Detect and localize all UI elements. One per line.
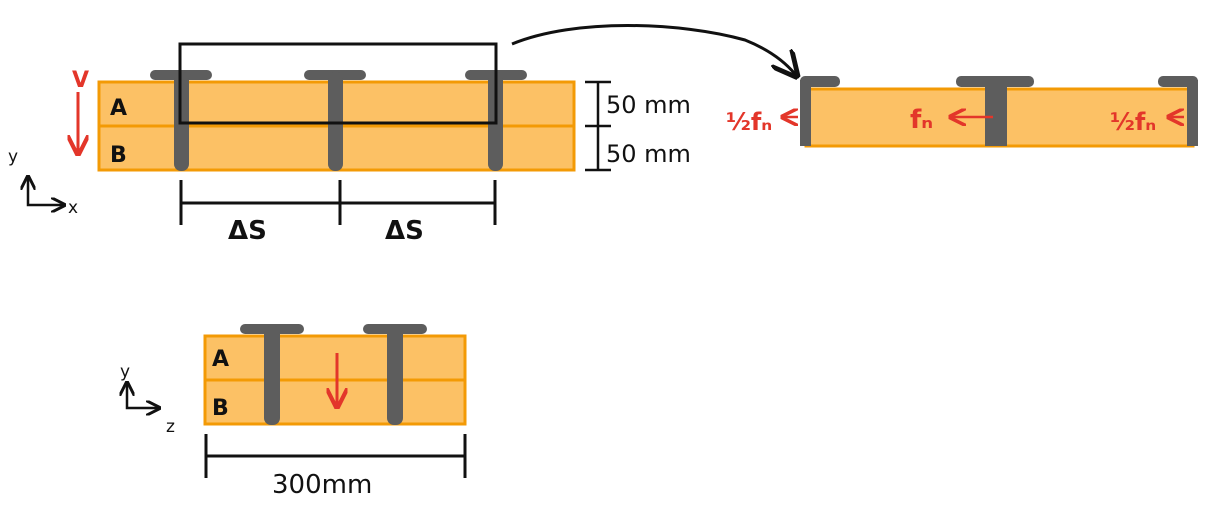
width-dimension [204, 434, 467, 478]
board-a-section [203, 334, 467, 382]
thickness-dimension [585, 80, 611, 172]
dimension-top-label: 50 mm [606, 91, 691, 119]
yz-axis-icon: y z [120, 362, 175, 437]
width-label: 300mm [272, 470, 372, 500]
shear-load-label: V [72, 68, 89, 93]
section-axis-y-label: y [120, 362, 130, 382]
spacing-dimension [179, 180, 497, 225]
left-force-label: ½fₙ [726, 108, 772, 136]
section-layer-a-label: A [212, 347, 229, 372]
layer-a-label: A [110, 96, 127, 121]
layer-b-label: B [110, 143, 127, 168]
free-body-diagram: ½fₙ fₙ ½fₙ [726, 76, 1198, 148]
zoom-arrow [511, 24, 795, 75]
board-b-section [203, 378, 467, 426]
nail [956, 76, 1034, 146]
cut-nail-head-left [800, 76, 840, 87]
section-axis-z-label: z [166, 417, 175, 437]
side-view: A B V 50 mm 50 mm ΔS ΔS y x [8, 42, 691, 246]
cross-section-view: A B 300mm y z [120, 324, 467, 500]
nail [240, 324, 304, 425]
section-layer-b-label: B [212, 396, 229, 421]
spacing-label-2: ΔS [385, 216, 424, 246]
center-force-label: fₙ [910, 105, 933, 135]
dimension-bottom-label: 50 mm [606, 140, 691, 168]
xy-axis-icon: y x [8, 147, 78, 218]
free-body-selection-box [178, 42, 498, 125]
spacing-label-1: ΔS [228, 216, 267, 246]
axis-x-label: x [68, 198, 78, 218]
cut-nail-left [800, 80, 811, 146]
cut-nail-head-right [1158, 76, 1198, 87]
cut-nail-right [1187, 80, 1198, 146]
right-force-label: ½fₙ [1110, 108, 1156, 136]
axis-y-label: y [8, 147, 18, 167]
nail [363, 324, 427, 425]
